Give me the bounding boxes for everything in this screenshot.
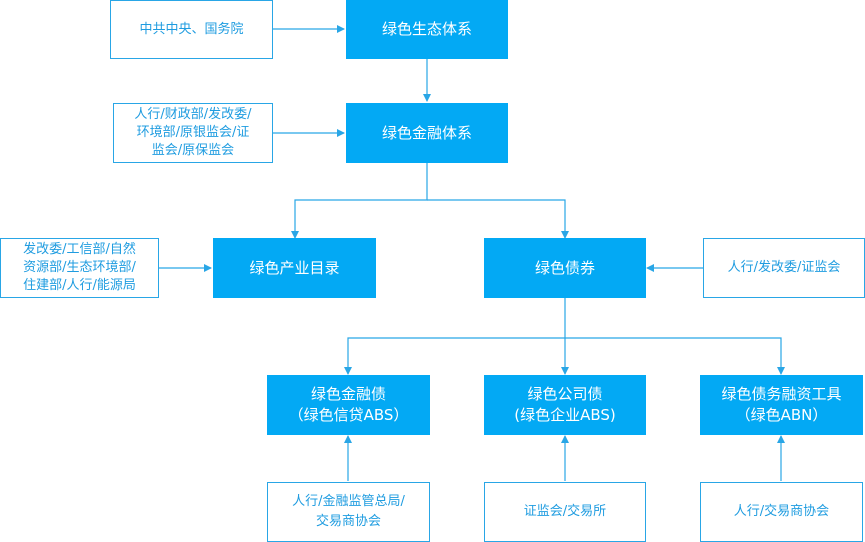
authority-financial-bond-line2: 交易商协会 — [315, 514, 381, 529]
authority-industry-catalog-line3: 住建部/人行/能源局 — [23, 278, 136, 293]
node-green-industry-catalog: 绿色产业目录 — [213, 238, 376, 298]
authority-finance-regulators-line2: 环境部/原银监会/证 — [136, 125, 250, 140]
node-green-financial-bond-line1: 绿色金融债 — [310, 385, 386, 403]
node-green-finance-system-label: 绿色金融体系 — [381, 123, 472, 142]
node-green-corporate-bond-line2: (绿色企业ABS) — [514, 406, 616, 424]
node-green-eco-system: 绿色生态体系 — [346, 0, 508, 59]
arrow-bonds-to-financial-bond — [344, 298, 566, 375]
node-green-bonds-label: 绿色债券 — [534, 258, 595, 277]
node-green-debt-financing-tool-line1: 绿色债务融资工具 — [721, 385, 842, 403]
node-green-financial-bond-line2: （绿色信贷ABS） — [288, 406, 409, 424]
authority-finance-regulators: 人行/财政部/发改委/ 环境部/原银监会/证 监会/原保监会 — [113, 103, 273, 163]
authority-central: 中共中央、国务院 — [110, 0, 273, 59]
node-green-debt-financing-tool-line2: （绿色ABN） — [735, 406, 828, 424]
arrow-bonds-to-debt-tool — [565, 337, 785, 375]
authority-corporate-bond: 证监会/交易所 — [484, 482, 646, 542]
node-green-industry-catalog-label: 绿色产业目录 — [249, 258, 340, 277]
authority-debt-tool: 人行/交易商协会 — [700, 482, 863, 542]
authority-industry-catalog-line2: 资源部/生态环境部/ — [23, 260, 136, 275]
arrow-finance-to-bonds — [427, 199, 569, 239]
authority-industry-catalog-line1: 发改委/工信部/自然 — [23, 242, 136, 257]
node-green-debt-financing-tool: 绿色债务融资工具 （绿色ABN） — [700, 375, 863, 435]
node-green-bonds: 绿色债券 — [484, 238, 646, 298]
node-green-corporate-bond-line1: 绿色公司债 — [527, 385, 603, 403]
authority-financial-bond: 人行/金融监管总局/ 交易商协会 — [267, 482, 430, 542]
authority-financial-bond-line1: 人行/金融监管总局/ — [292, 494, 405, 509]
authority-bonds-text: 人行/发改委/证监会 — [727, 260, 841, 275]
arrow-finance-to-catalog — [291, 163, 428, 239]
authority-bonds: 人行/发改委/证监会 — [703, 238, 865, 298]
authority-corporate-bond-text: 证监会/交易所 — [523, 504, 607, 519]
authority-finance-regulators-line3: 监会/原保监会 — [151, 143, 235, 158]
authority-debt-tool-text: 人行/交易商协会 — [733, 504, 830, 519]
authority-central-text: 中共中央、国务院 — [139, 21, 244, 37]
node-green-financial-bond: 绿色金融债 （绿色信贷ABS） — [267, 375, 430, 435]
node-green-finance-system: 绿色金融体系 — [346, 103, 508, 163]
node-green-eco-system-label: 绿色生态体系 — [381, 20, 472, 38]
authority-finance-regulators-line1: 人行/财政部/发改委/ — [134, 107, 252, 122]
node-green-corporate-bond: 绿色公司债 (绿色企业ABS) — [484, 375, 646, 435]
authority-industry-catalog: 发改委/工信部/自然 资源部/生态环境部/ 住建部/人行/能源局 — [0, 238, 159, 298]
